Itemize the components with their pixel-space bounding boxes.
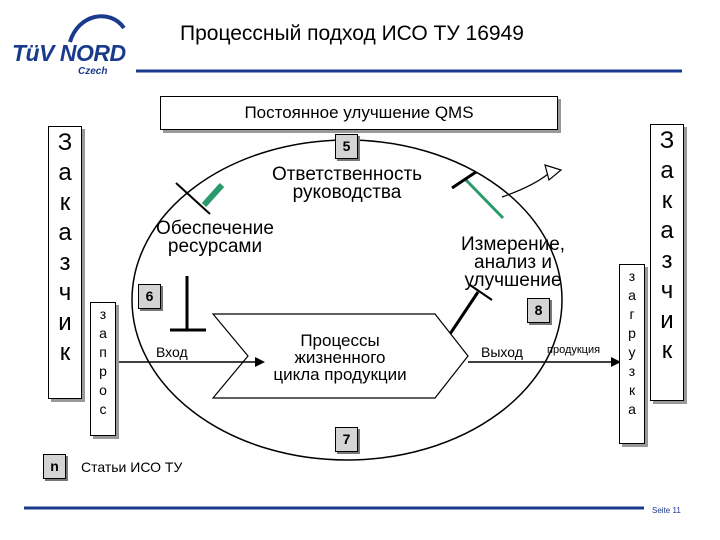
output-arrowhead	[611, 357, 621, 367]
badge-7: 7	[335, 427, 358, 452]
hammer-left-head	[201, 182, 225, 208]
page-number: Seite 11	[652, 506, 681, 515]
product-label: продукция	[547, 344, 601, 356]
measurement-label: Измерение, анализ и улучшение	[460, 234, 566, 291]
logo-swoosh	[68, 14, 126, 43]
process-shape	[211, 313, 469, 399]
measurement-arrow-bar	[469, 284, 493, 301]
legend-text: Статьи ИСО ТУ	[81, 459, 183, 475]
qms-improvement-box: Постоянное улучшение QMS	[160, 96, 558, 130]
hammer-right-handle	[464, 178, 505, 220]
measurement-arrow-shaft	[444, 291, 480, 341]
badge-6: 6	[138, 284, 161, 309]
page-title: Процессный подход ИСО ТУ 16949	[180, 22, 524, 45]
management-label: Ответственность руководства	[271, 164, 423, 203]
shipment-box: з а г р у з к а	[619, 264, 645, 444]
output-label: Выход	[481, 344, 523, 360]
tuv-nord-logo: TüV NORD	[12, 40, 126, 66]
resources-label: Обеспечение ресурсами	[156, 218, 274, 257]
input-label: Вход	[156, 344, 188, 360]
improvement-arrow	[501, 173, 549, 198]
customer-right-box: З а к а з ч и к	[650, 124, 684, 401]
input-arrowhead	[255, 357, 265, 367]
customer-left-box: З а к а з ч и к	[48, 126, 82, 399]
hammer-right-head	[451, 170, 477, 190]
badge-5: 5	[335, 134, 358, 159]
hammer-left-handle	[175, 182, 211, 215]
badge-8: 8	[527, 298, 550, 323]
improvement-arrowhead	[544, 164, 563, 182]
process-label: Процессы жизненного цикла продукции	[273, 331, 407, 384]
request-box: з а п р о с	[90, 302, 116, 436]
logo-subtitle: Czech	[78, 66, 108, 77]
legend-badge: n	[43, 454, 66, 479]
